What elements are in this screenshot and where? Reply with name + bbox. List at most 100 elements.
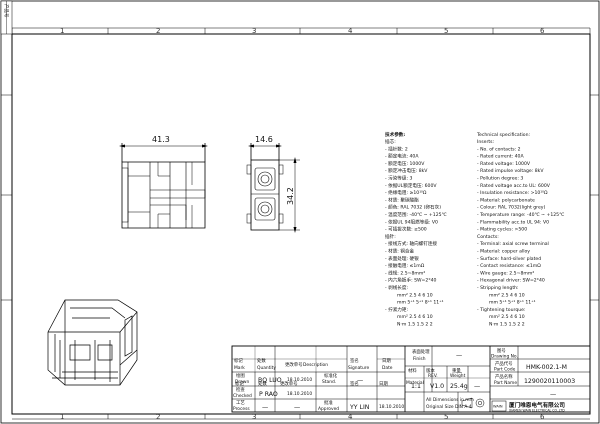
part-code-value: 1290020110003: [524, 378, 575, 385]
spec-cn-list: 插芯:- 插针数: 2- 额定电流: 40A- 额定电压: 1000V- 额定冲…: [385, 138, 447, 328]
spec-en-item: - Mating cycles: >500: [477, 227, 527, 233]
spec-en-item: Contacts:: [477, 234, 499, 240]
spec-en-item: N·m 1.5 1.5 2 2: [489, 322, 525, 328]
approved-cn: 批准: [324, 399, 333, 406]
spec-cn-item: - 接线方式: 轴向螺钉连接: [385, 240, 437, 247]
checked-en: Checked: [233, 393, 252, 399]
hdr-mark-cn: 标记: [234, 357, 243, 364]
spec-cn-item: - 材质: 铜合金: [385, 248, 415, 255]
rev-en: REV.: [428, 373, 438, 379]
spec-cn-item: - 绝缘电阻: ≥10¹⁰Ω: [385, 189, 427, 196]
grid-bottom-1: 1: [60, 413, 64, 421]
hdr-change-cn: 更改单号: [285, 361, 303, 368]
spec-en-item: mm² 2.5 4 6 10: [489, 314, 525, 320]
spec-cn-item: mm² 2.5 4 6 10: [397, 292, 433, 298]
spec-cn-item: 插芯:: [385, 138, 396, 145]
grid-bottom-3: 3: [252, 413, 256, 421]
grid-bottom-5: 5: [444, 413, 448, 421]
company-cn: 厦门唯恩电气有限公司: [509, 401, 565, 409]
std-dash: —: [357, 377, 363, 384]
rev-value: V1.0: [430, 383, 444, 390]
projection-symbol: [461, 397, 485, 409]
grid-bottom-6: 6: [540, 413, 545, 421]
hdr-mark-en: Mark: [234, 365, 245, 371]
top-grid-strip: [11, 27, 591, 34]
process-dash: —: [262, 404, 268, 411]
grid-top-4: 4: [348, 27, 353, 35]
weight-dash: —: [474, 383, 480, 390]
spec-cn-title: 技术参数:: [385, 131, 405, 138]
material-en: Material: [406, 380, 424, 386]
spec-en-item: mm 5⁺¹ 5⁺¹ 8⁺¹ 11⁺¹: [489, 300, 536, 306]
finish-cn: 表面处理: [412, 348, 430, 355]
drawing-no-en: Drawing No.: [491, 354, 518, 360]
finish-en: Finish: [413, 356, 426, 362]
spec-cn-item: N·m 1.5 1.5 2 2: [397, 322, 433, 328]
hdr-count-cn: 处数: [257, 357, 266, 364]
dims-note-2: Original Size DIN A 4: [426, 404, 472, 410]
spec-en-item: - Colour: RAL 7032(light grey): [477, 205, 545, 211]
mark-cn: 标记: [235, 380, 244, 387]
part-code-cn: 产品代号: [495, 360, 513, 367]
spec-en-item: - Rated voltage acc.to UL: 600V: [477, 183, 551, 189]
spec-en-item: - Material: polycarbonate: [477, 197, 535, 203]
finish-value: —: [456, 352, 462, 359]
weight-value: 25.4g: [450, 383, 468, 390]
spec-en-item: - Rated voltage: 1000V: [477, 161, 531, 167]
spec-cn-item: - 拧紧力矩:: [385, 306, 408, 313]
std-en: Stand.: [322, 379, 336, 385]
spec-en-title: Technical specification:: [476, 132, 531, 138]
count-cn: 处数: [258, 380, 267, 387]
grid-top-6: 6: [540, 27, 545, 35]
spec-en-item: - No. of contacts: 2: [477, 146, 521, 152]
drawn-date: 18.10.2010: [287, 377, 312, 383]
spec-cn-item: 插针:: [385, 233, 396, 240]
drawing-no-cn: 图号: [497, 348, 506, 354]
material-value: —: [456, 369, 462, 376]
date-cn: 日期: [379, 381, 388, 387]
spec-cn-item: - 接触电阻: ≤1mΩ: [385, 262, 425, 269]
weight-cn: 重量: [452, 367, 461, 374]
spec-cn-item: - 额定冲击电压: 8kV: [385, 167, 428, 174]
dim-height-front: 34.2: [286, 187, 295, 205]
spec-cn-item: - 表面处理: 硬银: [385, 255, 419, 262]
spec-en-item: - Wire gauge: 2.5~8mm²: [477, 270, 534, 276]
spec-cn-item: - 额定电压: 1000V: [385, 160, 425, 167]
rev-cn: 版本: [426, 367, 435, 374]
checked-cn: 检查: [236, 386, 245, 393]
approved-en: Approved: [318, 406, 339, 412]
spec-cn-item: mm² 2.5 4 6 10: [397, 314, 433, 320]
inner-border: [11, 33, 591, 415]
spec-cn-item: mm 5⁺¹ 5⁺¹ 8⁺¹ 11⁺¹: [397, 300, 444, 306]
logo-text: WAIN: [493, 405, 503, 409]
part-name-cn: 产品名称: [495, 373, 513, 380]
spec-en-item: - Insulation resistance: >10¹⁰Ω: [477, 190, 548, 196]
dims-note-1: All Dimensions in mm: [426, 397, 474, 403]
spec-cn-item: - 剥线长度:: [385, 284, 408, 291]
part-name-value: —: [550, 391, 556, 398]
grid-top-5: 5: [444, 27, 448, 35]
checked-name: P RAO: [259, 391, 278, 398]
approved-name: YY LIN: [349, 404, 370, 411]
spec-en-item: - Hexagonal driver: SW=2*40: [477, 278, 545, 284]
side-view: [119, 143, 208, 229]
spec-cn-item: - 可插拔次数: ≥500: [385, 226, 427, 233]
hdr-sign-en: Signature: [348, 365, 369, 371]
approved-date: 18.10.2010: [379, 404, 404, 410]
spec-en-item: - Rated current: 40A: [477, 154, 524, 160]
std-cn: 标准化: [324, 372, 338, 379]
spec-cn-item: - 材质: 聚碳酸酯: [385, 196, 419, 203]
side-tab: 产品号: [0, 0, 13, 35]
process-date-dash: —: [294, 404, 300, 411]
hdr-date-cn: 日期: [382, 358, 391, 364]
dim-width-front: 14.6: [255, 135, 273, 144]
spec-cn-item: - 依据UL 94阻燃等级: V0: [385, 218, 438, 225]
hdr-count-en: Quantity: [257, 365, 276, 371]
change-cn: 更改单号: [280, 380, 298, 387]
spec-cn-item: - 额定电流: 40A: [385, 153, 419, 160]
spec-cn-item: - 污染等级: 3: [385, 175, 413, 182]
spec-cn-item: - 颜色: RAL 7032 (卵石灰): [385, 204, 441, 211]
part-name-en: Part Name: [494, 380, 517, 386]
bottom-grid-strip: [12, 414, 590, 420]
